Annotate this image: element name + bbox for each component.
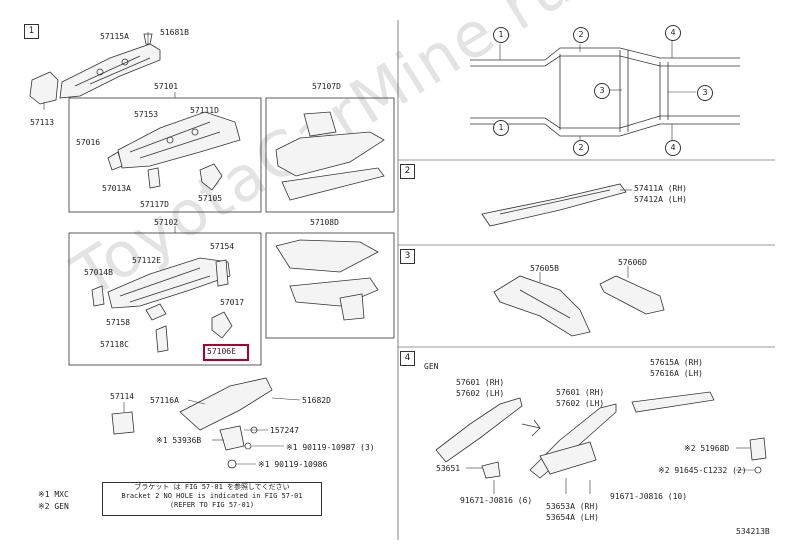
label-51681b: 51681B <box>160 28 189 37</box>
label-90119-10987: ※1 90119-10987 (3) <box>286 443 375 452</box>
legend-mxc: ※1 MXC <box>38 490 69 499</box>
label-57117d: 57117D <box>140 200 169 209</box>
highlight-57106e <box>203 344 249 361</box>
label-gen: GEN <box>424 362 439 371</box>
label-57154: 57154 <box>210 242 235 251</box>
label-57013a: 57013A <box>102 184 131 193</box>
rail-57115a <box>59 43 161 99</box>
label-51682d: 51682D <box>302 396 331 405</box>
label-57107d: 57107D <box>312 82 341 91</box>
part-57013a <box>107 151 123 171</box>
section-1-marker: 1 <box>24 24 39 39</box>
callout-2-top: 2 <box>573 27 589 43</box>
label-57113: 57113 <box>30 118 55 127</box>
label-57606d: 57606D <box>618 258 647 267</box>
label-57601-left: 57601 (RH) <box>456 378 505 387</box>
label-51968d: ※2 51968D <box>684 444 730 453</box>
callout-1-bottom: 1 <box>493 120 509 136</box>
box-57102 <box>68 232 262 366</box>
part-57105 <box>199 163 223 191</box>
diagram-id: 534213B <box>736 527 770 536</box>
label-57602-right: 57602 (LH) <box>556 399 605 408</box>
note-line-2: Bracket 2 NO HOLE is indicated in FIG 57… <box>121 492 303 500</box>
callout-2-bottom: 2 <box>573 140 589 156</box>
label-57101: 57101 <box>154 82 179 91</box>
part-57154 <box>215 259 229 287</box>
assembly-57116a <box>111 377 273 469</box>
part-57606d <box>599 275 665 315</box>
chassis-frame <box>470 47 740 137</box>
part-57117d <box>147 167 161 189</box>
box-57107d <box>265 97 395 213</box>
section-2-marker: 2 <box>400 164 415 179</box>
assembly-right <box>529 403 617 479</box>
label-53651: 53651 <box>436 464 461 473</box>
callout-1-top: 1 <box>493 27 509 43</box>
label-91671-j0816-6: 91671-J0816 (6) <box>460 496 533 505</box>
label-57602-left: 57602 (LH) <box>456 389 505 398</box>
rail-57111d <box>117 111 241 169</box>
section-3-marker: 3 <box>400 249 415 264</box>
label-91671-j0816-10: 91671-J0816 (10) <box>610 492 688 501</box>
reference-note: ブラケット は FIG 57-01 を参照してください Bracket 2 NO… <box>102 482 322 516</box>
section-4-marker: 4 <box>400 351 415 366</box>
label-57605b: 57605B <box>530 264 559 273</box>
part-57605b <box>493 275 591 337</box>
label-57108d: 57108D <box>310 218 339 227</box>
callout-4-top: 4 <box>665 25 681 41</box>
label-57112e: 57112E <box>132 256 161 265</box>
label-57106e[interactable]: 57106E <box>207 347 236 356</box>
callout-3-right: 3 <box>697 85 713 101</box>
assembly-left <box>435 397 523 479</box>
label-57014b: 57014B <box>84 268 113 277</box>
rail-57112e <box>107 257 231 309</box>
note-line-3: (REFER TO FIG 57-01) <box>169 501 255 509</box>
label-53654a: 53654A (LH) <box>546 513 599 522</box>
label-90119-10986: ※1 90119-10986 <box>258 460 328 469</box>
label-57601-right: 57601 (RH) <box>556 388 605 397</box>
label-57153: 57153 <box>134 110 159 119</box>
legend-gen: ※2 GEN <box>38 502 69 511</box>
label-53653a: 53653A (RH) <box>546 502 599 511</box>
label-57158: 57158 <box>106 318 131 327</box>
rocker-57411a <box>481 183 627 227</box>
label-57115a: 57115A <box>100 32 129 41</box>
box-57101 <box>68 97 262 213</box>
part-57108d <box>275 239 379 321</box>
label-57114: 57114 <box>110 392 135 401</box>
label-57616a: 57616A (LH) <box>650 369 703 378</box>
box-57108d <box>265 232 395 339</box>
label-57017: 57017 <box>220 298 245 307</box>
label-57111d: 57111D <box>190 106 219 115</box>
label-53936b: ※1 53936B <box>156 436 202 445</box>
part-57158 <box>145 303 167 321</box>
label-57412a: 57412A (LH) <box>634 195 687 204</box>
label-57102: 57102 <box>154 218 179 227</box>
part-57113 <box>29 71 59 105</box>
part-57615a <box>631 391 715 413</box>
direction-arrow <box>521 419 541 437</box>
label-57105: 57105 <box>198 194 223 203</box>
note-line-1: ブラケット は FIG 57-01 を参照してください <box>134 483 290 491</box>
callout-4-bottom: 4 <box>665 140 681 156</box>
label-57016: 57016 <box>76 138 101 147</box>
part-57107d <box>275 111 385 201</box>
label-57118c: 57118C <box>100 340 129 349</box>
label-157247: 157247 <box>270 426 299 435</box>
label-57615a: 57615A (RH) <box>650 358 703 367</box>
label-57411a: 57411A (RH) <box>634 184 687 193</box>
label-91645-c1232: ※2 91645-C1232 (2) <box>658 466 747 475</box>
part-57017 <box>211 311 233 339</box>
clip-51968d <box>749 437 767 474</box>
part-57118c <box>155 325 169 353</box>
callout-3-left: 3 <box>594 83 610 99</box>
part-57014b <box>91 285 105 307</box>
bolt-51681b <box>143 33 153 45</box>
label-57116a: 57116A <box>150 396 179 405</box>
